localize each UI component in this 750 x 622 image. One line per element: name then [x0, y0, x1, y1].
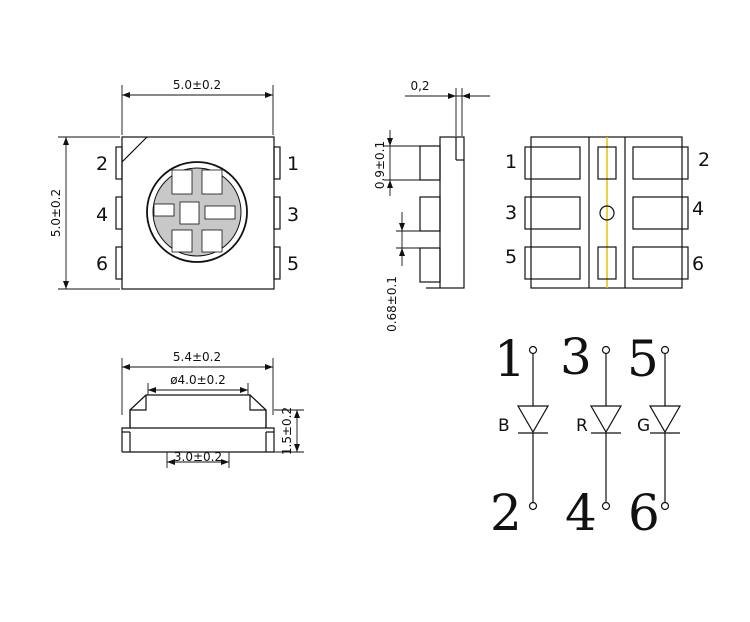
bottom-pad — [524, 246, 581, 280]
channel-label: R — [576, 416, 588, 436]
lead — [115, 146, 123, 180]
lead — [273, 196, 281, 230]
center-dot — [599, 205, 615, 221]
pin-label: 2 — [96, 153, 108, 175]
front-base-dim: 3.0±0.2 — [174, 450, 222, 464]
schematic-pin: 3 — [560, 328, 592, 386]
top-height-dim: 5.0±0.2 — [49, 189, 63, 237]
bottom-pad — [524, 196, 581, 230]
diode-g — [648, 405, 682, 434]
die-pad — [201, 169, 223, 195]
side-lead — [419, 196, 441, 232]
channel-label: B — [498, 416, 510, 436]
center-pad — [597, 246, 617, 280]
die-pad — [204, 205, 236, 220]
front-body — [121, 394, 275, 453]
schematic-pin: 6 — [628, 484, 660, 542]
pin-label: 5 — [287, 253, 299, 275]
pin-label: 1 — [505, 151, 517, 173]
die-pad — [179, 201, 200, 225]
lens — [146, 161, 248, 263]
bottom-pad — [524, 146, 581, 180]
front-lens-dim: ø4.0±0.2 — [170, 373, 226, 387]
diode-r — [589, 405, 623, 434]
die-pad — [171, 169, 193, 195]
pin-label: 6 — [96, 253, 108, 275]
pin-label: 2 — [698, 149, 710, 171]
pin-schematic: 1 3 5 2 4 6 B R G — [490, 328, 682, 542]
pin-label: 1 — [287, 153, 299, 175]
schematic-pin: 1 — [494, 330, 526, 388]
die-pad — [153, 203, 175, 217]
schematic-pin: 2 — [490, 484, 522, 542]
side-view: 0,2 0.9±0.1 0.68±0.1 — [373, 79, 490, 332]
bottom-view: 1 3 5 2 4 6 — [505, 136, 710, 289]
pin-label: 4 — [96, 204, 108, 226]
side-gap-dim: 0.68±0.1 — [385, 276, 399, 332]
side-lead — [419, 145, 441, 181]
side-pad-dim: 0.9±0.1 — [373, 141, 387, 189]
bottom-pad — [632, 246, 689, 280]
front-view: 5.4±0.2 ø4.0±0.2 3.0±0.2 1.5±0.2 — [121, 350, 304, 468]
center-pad — [597, 146, 617, 180]
pin-label: 3 — [287, 204, 299, 226]
top-view: 5.0±0.2 5.0±0.2 2 4 6 1 3 5 — [49, 78, 299, 290]
lead — [273, 146, 281, 180]
channel-label: G — [637, 416, 650, 436]
front-width-dim: 5.4±0.2 — [173, 350, 221, 364]
lead — [115, 246, 123, 280]
pin-label: 3 — [505, 202, 517, 224]
lead — [115, 196, 123, 230]
front-height-dim: 1.5±0.2 — [280, 407, 294, 455]
pin-label: 4 — [692, 198, 704, 220]
side-top-dim: 0,2 — [410, 79, 429, 93]
pin-label: 5 — [505, 246, 517, 268]
top-width-dim: 5.0±0.2 — [173, 78, 221, 92]
die-pad — [201, 229, 223, 253]
die-pad — [171, 229, 193, 253]
side-lead — [419, 247, 441, 283]
schematic-pin: 4 — [565, 484, 597, 542]
diode-b — [516, 405, 550, 434]
pin-label: 6 — [692, 253, 704, 275]
schematic-pin: 5 — [627, 330, 659, 388]
bottom-pad — [632, 196, 689, 230]
bottom-pad — [632, 146, 689, 180]
lead — [273, 246, 281, 280]
